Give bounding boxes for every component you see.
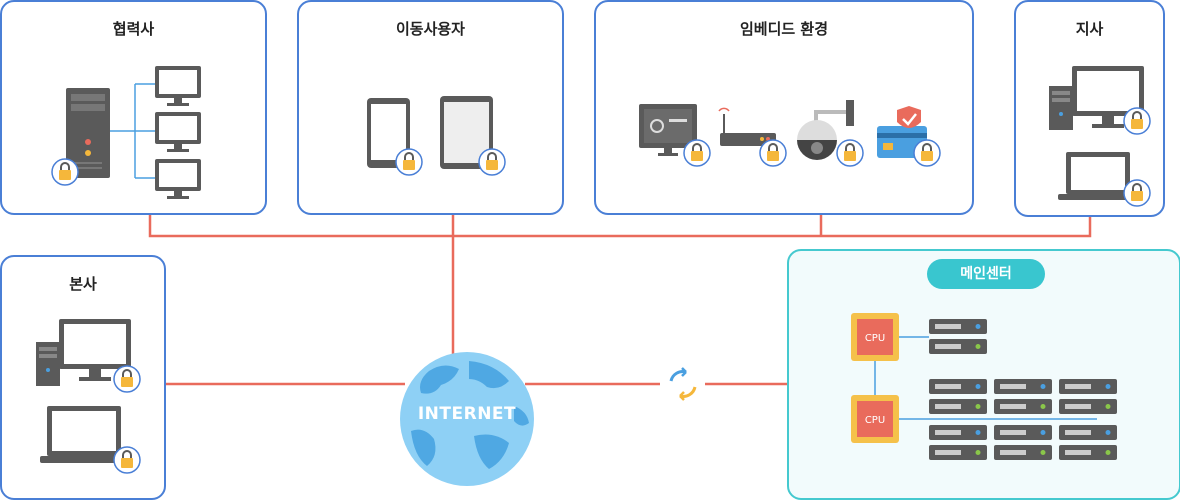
rack-server-icon — [929, 339, 987, 354]
monitor-icon — [155, 66, 201, 199]
lock-icon — [913, 139, 941, 167]
partner-devices — [51, 66, 201, 199]
rack-server-icon — [1059, 445, 1117, 460]
lock-icon — [836, 139, 864, 167]
hq-title: 본사 — [69, 275, 97, 293]
rack-server-icon — [1059, 379, 1117, 394]
server-tower-icon — [66, 88, 110, 178]
cpu-chip-icon: CPU — [851, 395, 899, 443]
cpu-chip-icon: CPU — [851, 313, 899, 361]
lock-icon — [113, 446, 141, 474]
lock-icon — [1123, 179, 1151, 207]
embedded-devices — [639, 100, 941, 167]
embedded-box: 임베디드 환경 — [594, 0, 974, 215]
rack-server-icon — [1059, 425, 1117, 440]
rack-server-icon — [994, 399, 1052, 414]
branch-devices — [1049, 66, 1151, 207]
rack-server-icon — [929, 379, 987, 394]
router-icon — [718, 107, 776, 146]
branch-box: 지사 — [1014, 0, 1165, 217]
datacenter-title: 메인센터 — [927, 259, 1045, 289]
rack-server-icon — [929, 399, 987, 414]
lock-icon — [395, 148, 423, 176]
lock-icon — [683, 139, 711, 167]
hq-devices — [36, 319, 141, 474]
hq-box: 본사 — [0, 255, 166, 500]
datacenter-devices: CPU CPU — [851, 313, 1117, 460]
pos-terminal-icon — [639, 104, 697, 156]
laptop-icon — [1058, 152, 1138, 200]
rack-server-icon — [994, 445, 1052, 460]
rack-server-icon — [1059, 399, 1117, 414]
tablet-icon — [440, 96, 493, 169]
phone-icon — [367, 98, 410, 168]
rack-server-icon — [929, 425, 987, 440]
desktop-icon — [1049, 66, 1144, 130]
mobile-devices — [367, 96, 506, 176]
rack-server-group — [929, 319, 1117, 460]
mobile-title: 이동사용자 — [395, 20, 465, 38]
rack-server-icon — [929, 319, 987, 334]
sync-icon — [669, 367, 697, 401]
cctv-camera-icon — [797, 100, 854, 160]
partner-title: 협력사 — [112, 20, 155, 38]
desktop-icon — [36, 319, 131, 386]
lock-icon — [51, 158, 79, 186]
branch-title: 지사 — [1075, 20, 1104, 38]
rack-server-icon — [994, 425, 1052, 440]
lock-icon — [759, 139, 787, 167]
embedded-title: 임베디드 환경 — [739, 20, 829, 38]
datacenter-box: 메인센터 CPU CPU — [787, 249, 1180, 500]
internet-label: INTERNET — [417, 404, 517, 424]
cpu-label-top: CPU — [865, 333, 885, 344]
globe-icon — [400, 352, 534, 486]
laptop-icon — [40, 406, 128, 463]
partner-box: 협력사 — [0, 0, 267, 215]
mobile-box: 이동사용자 — [297, 0, 564, 215]
cpu-label-bottom: CPU — [865, 415, 885, 426]
lock-icon — [113, 365, 141, 393]
rack-server-icon — [929, 445, 987, 460]
lock-icon — [478, 148, 506, 176]
lock-icon — [1123, 107, 1151, 135]
rack-server-icon — [994, 379, 1052, 394]
